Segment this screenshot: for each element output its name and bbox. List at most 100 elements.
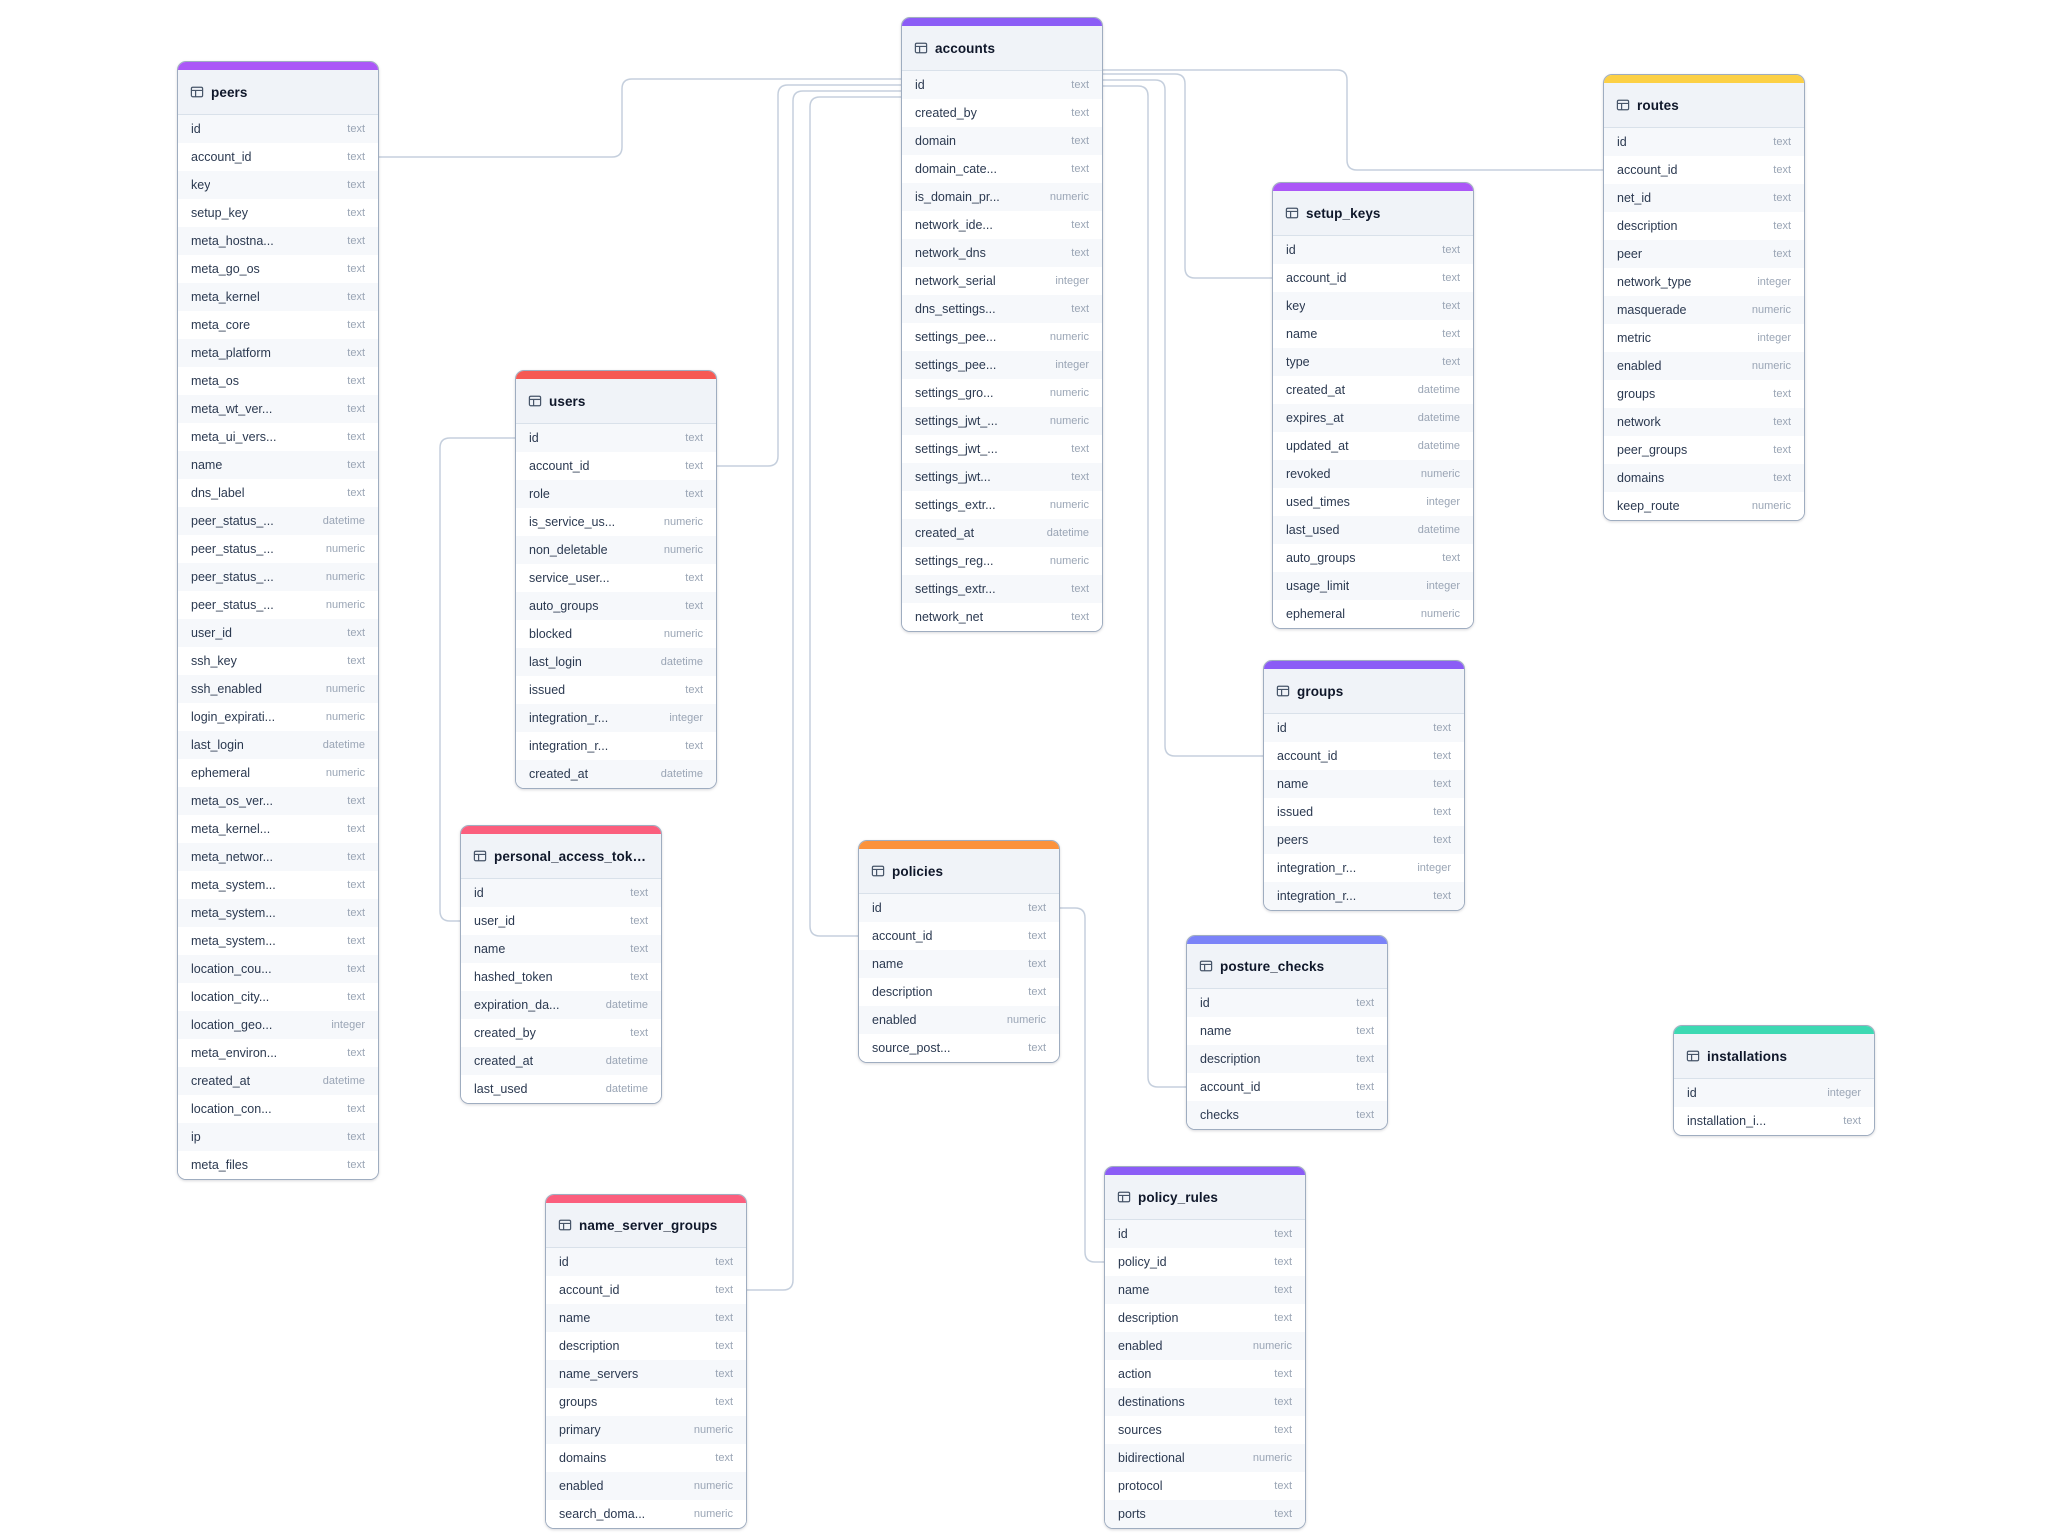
field-row-users-service_user[interactable]: service_user... text [516,564,716,592]
field-row-personal_access_tokens-hashed_token[interactable]: hashed_token text [461,963,661,991]
field-row-routes-metric[interactable]: metric integer [1604,324,1804,352]
field-row-posture_checks-name[interactable]: name text [1187,1017,1387,1045]
field-row-name_server_groups-domains[interactable]: domains text [546,1444,746,1472]
table-users[interactable]: users id text account_id text role text … [515,370,717,789]
table-header[interactable]: policies [859,849,1059,894]
field-row-peers-meta_os[interactable]: meta_os text [178,367,378,395]
field-row-routes-masquerade[interactable]: masquerade numeric [1604,296,1804,324]
field-row-groups-peers[interactable]: peers text [1264,826,1464,854]
field-row-policy_rules-ports[interactable]: ports text [1105,1500,1305,1528]
field-row-users-issued[interactable]: issued text [516,676,716,704]
field-row-accounts-settings_jwt[interactable]: settings_jwt... text [902,463,1102,491]
field-row-policy_rules-protocol[interactable]: protocol text [1105,1472,1305,1500]
field-row-setup_keys-auto_groups[interactable]: auto_groups text [1273,544,1473,572]
field-row-peers-ephemeral[interactable]: ephemeral numeric [178,759,378,787]
table-accounts[interactable]: accounts id text created_by text domain … [901,17,1103,632]
field-row-policy_rules-destinations[interactable]: destinations text [1105,1388,1305,1416]
field-row-accounts-settings_pee[interactable]: settings_pee... integer [902,351,1102,379]
field-row-policies-source_post[interactable]: source_post... text [859,1034,1059,1062]
field-row-accounts-dns_settings[interactable]: dns_settings... text [902,295,1102,323]
field-row-posture_checks-checks[interactable]: checks text [1187,1101,1387,1129]
field-row-policies-account_id[interactable]: account_id text [859,922,1059,950]
field-row-policy_rules-bidirectional[interactable]: bidirectional numeric [1105,1444,1305,1472]
field-row-personal_access_tokens-id[interactable]: id text [461,879,661,907]
field-row-accounts-created_by[interactable]: created_by text [902,99,1102,127]
field-row-accounts-network_dns[interactable]: network_dns text [902,239,1102,267]
field-row-posture_checks-account_id[interactable]: account_id text [1187,1073,1387,1101]
field-row-accounts-created_at[interactable]: created_at datetime [902,519,1102,547]
table-header[interactable]: users [516,379,716,424]
field-row-accounts-settings_reg[interactable]: settings_reg... numeric [902,547,1102,575]
table-header[interactable]: name_server_groups [546,1203,746,1248]
field-row-peers-meta_core[interactable]: meta_core text [178,311,378,339]
field-row-peers-meta_wt_ver[interactable]: meta_wt_ver... text [178,395,378,423]
field-row-peers-meta_os_ver[interactable]: meta_os_ver... text [178,787,378,815]
field-row-accounts-network_serial[interactable]: network_serial integer [902,267,1102,295]
field-row-accounts-settings_jwt_[interactable]: settings_jwt_... numeric [902,407,1102,435]
table-header[interactable]: accounts [902,26,1102,71]
field-row-groups-issued[interactable]: issued text [1264,798,1464,826]
field-row-peers-meta_go_os[interactable]: meta_go_os text [178,255,378,283]
field-row-posture_checks-id[interactable]: id text [1187,989,1387,1017]
field-row-routes-keep_route[interactable]: keep_route numeric [1604,492,1804,520]
field-row-name_server_groups-id[interactable]: id text [546,1248,746,1276]
field-row-users-created_at[interactable]: created_at datetime [516,760,716,788]
field-row-users-blocked[interactable]: blocked numeric [516,620,716,648]
field-row-peers-account_id[interactable]: account_id text [178,143,378,171]
field-row-groups-integration_r[interactable]: integration_r... integer [1264,854,1464,882]
field-row-peers-meta_ui_vers[interactable]: meta_ui_vers... text [178,423,378,451]
table-name_server_groups[interactable]: name_server_groups id text account_id te… [545,1194,747,1529]
field-row-accounts-settings_extr[interactable]: settings_extr... numeric [902,491,1102,519]
table-setup_keys[interactable]: setup_keys id text account_id text key t… [1272,182,1474,629]
field-row-policy_rules-description[interactable]: description text [1105,1304,1305,1332]
field-row-groups-integration_r[interactable]: integration_r... text [1264,882,1464,910]
field-row-peers-location_city[interactable]: location_city... text [178,983,378,1011]
field-row-name_server_groups-name_servers[interactable]: name_servers text [546,1360,746,1388]
field-row-accounts-settings_jwt_[interactable]: settings_jwt_... text [902,435,1102,463]
field-row-peers-meta_networ[interactable]: meta_networ... text [178,843,378,871]
field-row-setup_keys-account_id[interactable]: account_id text [1273,264,1473,292]
field-row-policy_rules-sources[interactable]: sources text [1105,1416,1305,1444]
field-row-groups-id[interactable]: id text [1264,714,1464,742]
field-row-installations-installation_i[interactable]: installation_i... text [1674,1107,1874,1135]
field-row-setup_keys-created_at[interactable]: created_at datetime [1273,376,1473,404]
field-row-policies-enabled[interactable]: enabled numeric [859,1006,1059,1034]
field-row-accounts-network_net[interactable]: network_net text [902,603,1102,631]
field-row-accounts-settings_gro[interactable]: settings_gro... numeric [902,379,1102,407]
table-installations[interactable]: installations id integer installation_i.… [1673,1025,1875,1136]
field-row-accounts-domain[interactable]: domain text [902,127,1102,155]
field-row-peers-meta_environ[interactable]: meta_environ... text [178,1039,378,1067]
field-row-peers-ssh_enabled[interactable]: ssh_enabled numeric [178,675,378,703]
table-header[interactable]: groups [1264,669,1464,714]
field-row-routes-peer_groups[interactable]: peer_groups text [1604,436,1804,464]
table-policy_rules[interactable]: policy_rules id text policy_id text name… [1104,1166,1306,1529]
field-row-policy_rules-id[interactable]: id text [1105,1220,1305,1248]
field-row-users-account_id[interactable]: account_id text [516,452,716,480]
field-row-policies-id[interactable]: id text [859,894,1059,922]
field-row-personal_access_tokens-user_id[interactable]: user_id text [461,907,661,935]
field-row-name_server_groups-description[interactable]: description text [546,1332,746,1360]
table-routes[interactable]: routes id text account_id text net_id te… [1603,74,1805,521]
field-row-personal_access_tokens-name[interactable]: name text [461,935,661,963]
field-row-setup_keys-name[interactable]: name text [1273,320,1473,348]
field-row-peers-dns_label[interactable]: dns_label text [178,479,378,507]
field-row-policies-name[interactable]: name text [859,950,1059,978]
field-row-policy_rules-enabled[interactable]: enabled numeric [1105,1332,1305,1360]
field-row-accounts-domain_cate[interactable]: domain_cate... text [902,155,1102,183]
field-row-peers-name[interactable]: name text [178,451,378,479]
field-row-peers-meta_system[interactable]: meta_system... text [178,871,378,899]
field-row-users-non_deletable[interactable]: non_deletable numeric [516,536,716,564]
field-row-peers-ssh_key[interactable]: ssh_key text [178,647,378,675]
field-row-name_server_groups-groups[interactable]: groups text [546,1388,746,1416]
field-row-peers-peer_status_[interactable]: peer_status_... datetime [178,507,378,535]
field-row-peers-peer_status_[interactable]: peer_status_... numeric [178,591,378,619]
field-row-routes-network[interactable]: network text [1604,408,1804,436]
field-row-setup_keys-expires_at[interactable]: expires_at datetime [1273,404,1473,432]
field-row-users-role[interactable]: role text [516,480,716,508]
field-row-setup_keys-updated_at[interactable]: updated_at datetime [1273,432,1473,460]
table-personal_access_tokens[interactable]: personal_access_tokens id text user_id t… [460,825,662,1104]
field-row-setup_keys-key[interactable]: key text [1273,292,1473,320]
field-row-accounts-is_domain_pr[interactable]: is_domain_pr... numeric [902,183,1102,211]
field-row-peers-id[interactable]: id text [178,115,378,143]
field-row-accounts-settings_pee[interactable]: settings_pee... numeric [902,323,1102,351]
